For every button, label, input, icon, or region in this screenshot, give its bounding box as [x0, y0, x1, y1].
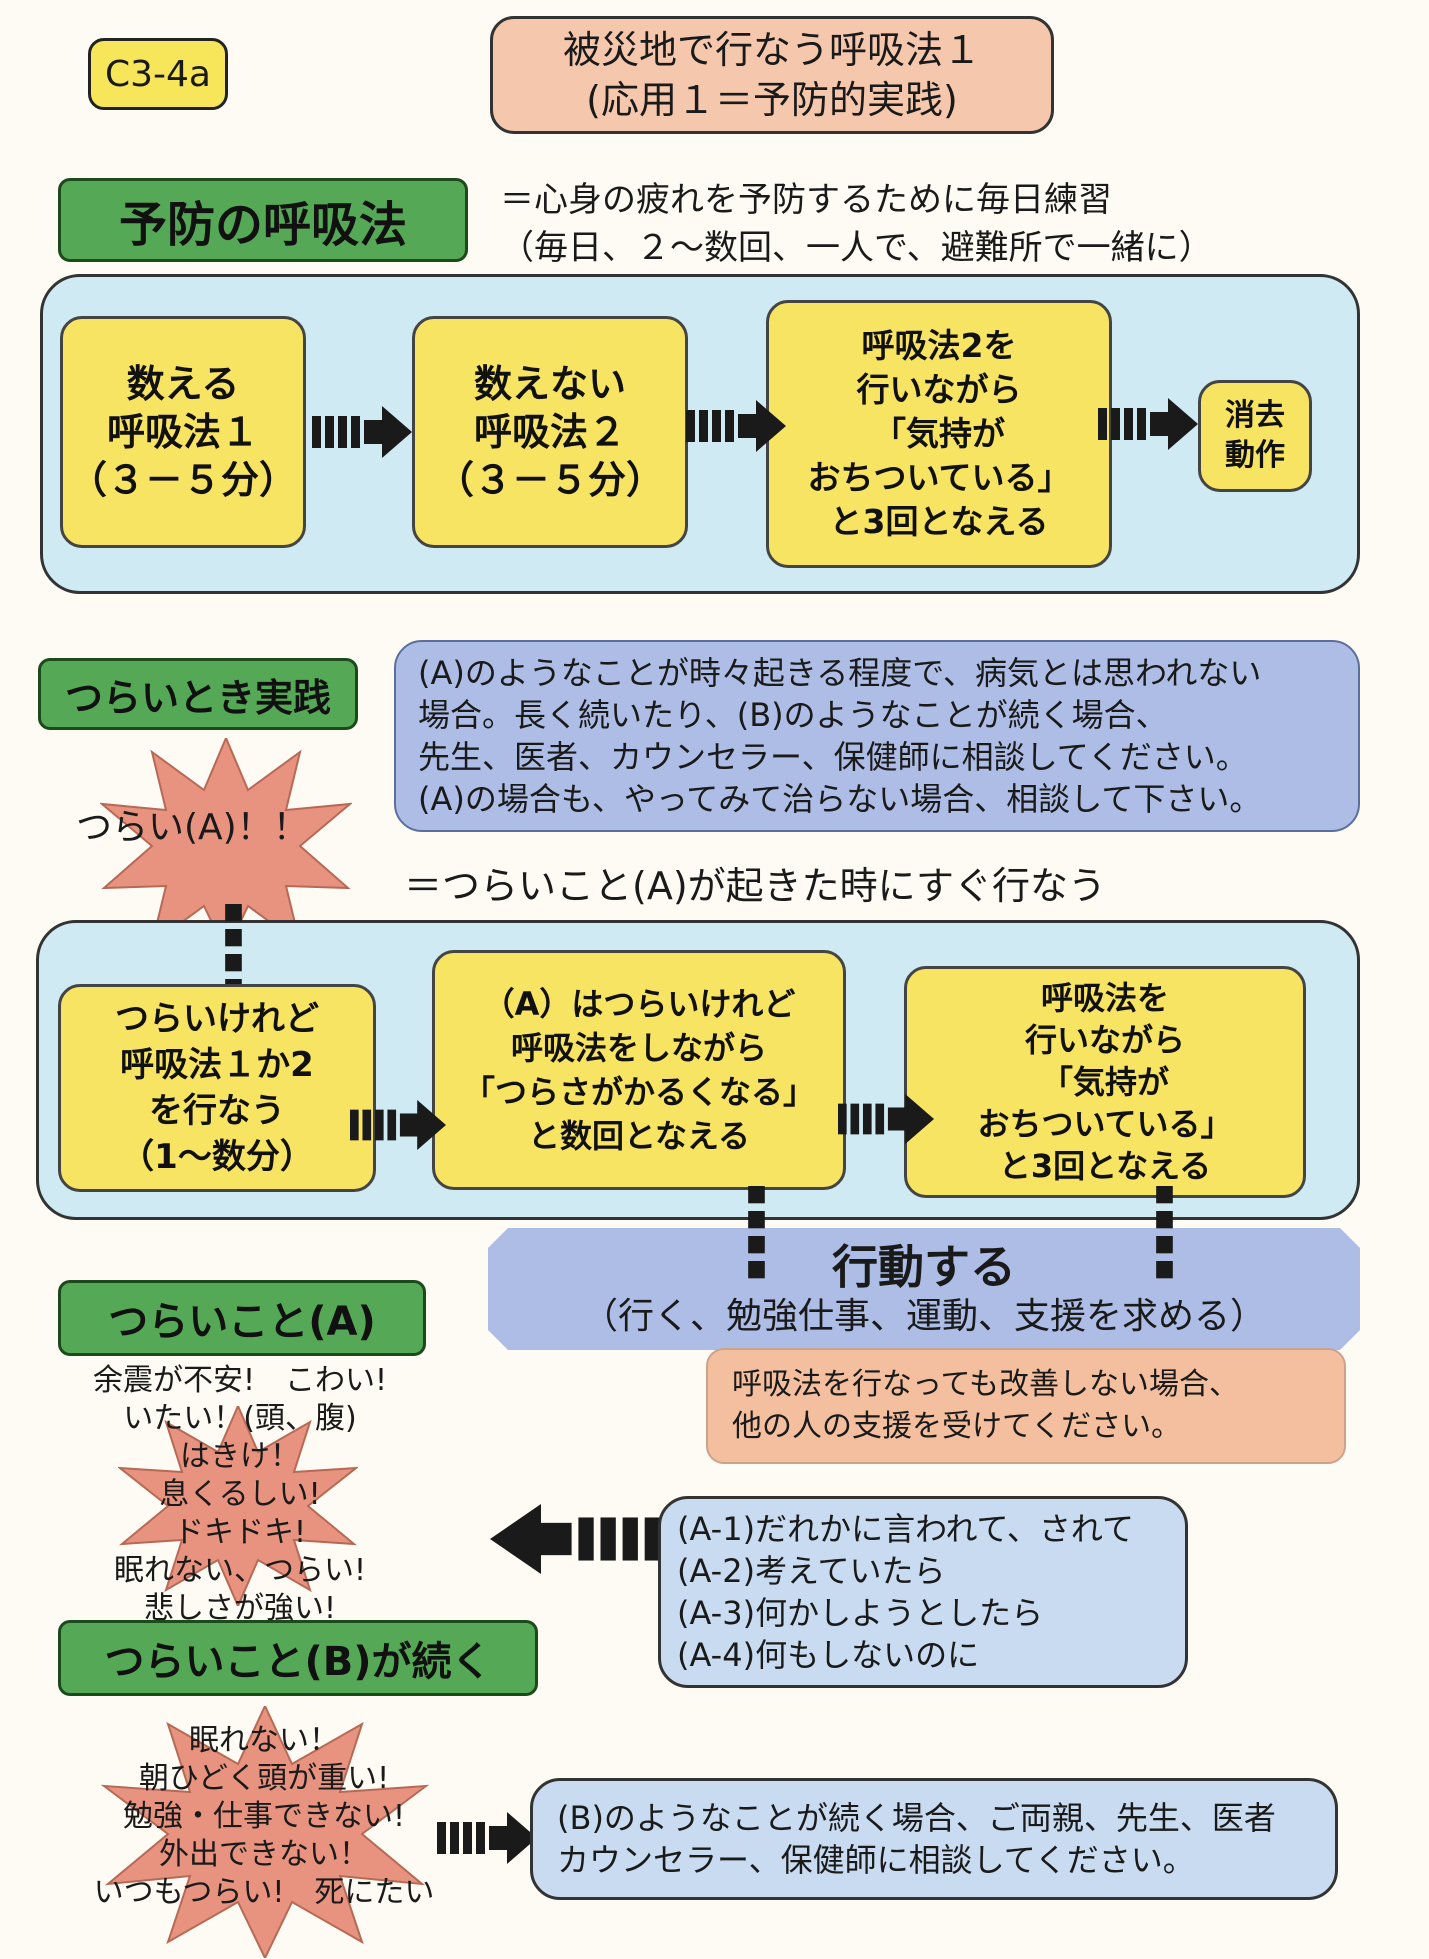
- burst-text: つらい(A)！！: [76, 807, 309, 848]
- step-line: （３－５分）: [68, 458, 297, 502]
- prevention-step-1: 数える 呼吸法１ （３－５分）: [60, 316, 306, 548]
- hard-times-desc: ＝つらいこと(A)が起きた時にすぐ行なう: [404, 864, 1107, 908]
- step-line: 行いながら: [856, 370, 1022, 409]
- prevention-desc-line-2: （毎日、２～数回、一人で、避難所で一緒に）: [500, 228, 1213, 268]
- step-line: （A）はつらいけれど: [482, 985, 796, 1023]
- hard-things-b-note: (B)のようなことが続く場合、ご両親、先生、医者 カウンセラー、保健師に相談して…: [530, 1778, 1338, 1900]
- symptom-item: 余震が不安! こわい!: [92, 1363, 388, 1398]
- burst-icon: [100, 1706, 430, 1958]
- step-line: おちついている」: [807, 458, 1071, 497]
- step-line: 数えない: [473, 362, 626, 406]
- note-line: 先生、医者、カウンセラー、保健師に相談してください。: [418, 738, 1248, 776]
- action-title: 行動する: [832, 1240, 1016, 1294]
- step-line: 呼吸法２: [473, 410, 626, 454]
- left-arrow-icon: [490, 1504, 660, 1574]
- symptom-item: はきけ！: [180, 1439, 300, 1474]
- step-line: （1～数分）: [120, 1137, 314, 1177]
- hard-times-note: (A)のようなことが時々起きる程度で、病気とは思われない 場合。長く続いたり、(…: [394, 640, 1360, 832]
- symptom-item: 息くるしい!: [159, 1477, 321, 1512]
- note-line: カウンセラー、保健師に相談してください。: [557, 1841, 1195, 1879]
- step-line: 「つらさがかるくなる」: [462, 1073, 815, 1111]
- burst-icon: [118, 1406, 358, 1606]
- symptom-item: 眠れない！: [189, 1723, 339, 1758]
- step-line: 動作: [1225, 438, 1285, 473]
- step-line: （３－５分）: [435, 458, 664, 502]
- right-arrow-icon: [686, 400, 786, 452]
- note-line: 呼吸法を行なっても改善しない場合、: [732, 1367, 1239, 1402]
- step-line: おちついている」: [977, 1105, 1233, 1143]
- action-banner: 行動する （行く、勉強仕事、運動、支援を求める）: [488, 1228, 1360, 1350]
- symptom-item: いつもつらい! 死にたい: [93, 1875, 435, 1910]
- page-title: 被災地で行なう呼吸法１ (応用１＝予防的実践): [490, 16, 1054, 134]
- hard-things-b-items: 眠れない！ 朝ひどく頭が重い! 勉強・仕事できない! 外出できない！ いつもつら…: [64, 1722, 464, 1912]
- symptom-item: いたい！(頭、腹): [123, 1401, 357, 1436]
- symptom-item: 朝ひどく頭が重い!: [138, 1761, 390, 1796]
- title-line-2: (応用１＝予防的実践): [586, 78, 958, 122]
- prevention-step-4: 消去 動作: [1198, 380, 1312, 492]
- symptom-item: 眠れない、つらい!: [113, 1553, 367, 1588]
- note-line: 他の人の支援を受けてください。: [732, 1409, 1182, 1444]
- trigger-item: (A-1)だれかに言われて、されて: [677, 1510, 1134, 1548]
- right-arrow-icon: [838, 1094, 934, 1144]
- trigger-item: (A-4)何もしないのに: [677, 1636, 980, 1674]
- trigger-item: (A-2)考えていたら: [677, 1552, 946, 1590]
- hard-things-a-items: 余震が不安! こわい! いたい！(頭、腹) はきけ！ 息くるしい! ドキドキ! …: [30, 1362, 450, 1628]
- hard-times-step-3: 呼吸法を 行いながら 「気持が おちついている」 と3回となえる: [904, 966, 1306, 1198]
- hard-times-step-1: つらいけれど 呼吸法１か2 を行なう （1～数分）: [58, 984, 376, 1192]
- symptom-item: ドキドキ!: [173, 1515, 307, 1550]
- down-arrow-icon: [1150, 1186, 1178, 1286]
- prevention-step-3: 呼吸法2を 行いながら 「気持が おちついている」 と3回となえる: [766, 300, 1112, 568]
- step-line: と3回となえる: [829, 502, 1049, 541]
- prevention-desc-line-1: ＝心身の疲れを予防するために毎日練習: [500, 180, 1112, 220]
- right-arrow-icon: [350, 1100, 446, 1150]
- step-line: 呼吸法１か2: [120, 1045, 314, 1085]
- hard-times-step-2: （A）はつらいけれど 呼吸法をしながら 「つらさがかるくなる」 と数回となえる: [432, 950, 846, 1190]
- step-line: と3回となえる: [998, 1147, 1212, 1185]
- step-line: 呼吸法をしながら: [510, 1029, 767, 1067]
- step-line: つらいけれど: [115, 999, 319, 1039]
- right-arrow-icon: [437, 1812, 537, 1864]
- trigger-item: (A-3)何かしようとしたら: [677, 1594, 1044, 1632]
- hard-things-a-label: つらいこと(A): [58, 1280, 426, 1356]
- step-line: を行なう: [149, 1091, 285, 1131]
- step-line: 数える: [126, 362, 240, 406]
- prevention-step-2: 数えない 呼吸法２ （３－５分）: [412, 316, 688, 548]
- step-line: 行いながら: [1024, 1021, 1185, 1059]
- right-arrow-icon: [312, 406, 412, 458]
- code-badge: C3-4a: [88, 38, 228, 110]
- down-arrow-icon: [742, 1186, 770, 1286]
- action-sub: （行く、勉強仕事、運動、支援を求める）: [581, 1296, 1266, 1337]
- symptom-item: 勉強・仕事できない!: [122, 1799, 406, 1834]
- step-line: 「気持が: [1040, 1063, 1169, 1101]
- step-line: 呼吸法１: [106, 410, 259, 454]
- note-line: 場合。長く続いたり、(B)のようなことが続く場合、: [418, 696, 1168, 734]
- step-line: 呼吸法を: [1040, 979, 1169, 1017]
- note-line: (A)の場合も、やってみて治らない場合、相談して下さい。: [418, 780, 1262, 818]
- step-line: と数回となえる: [527, 1117, 751, 1155]
- note-line: (A)のようなことが時々起きる程度で、病気とは思われない: [418, 654, 1262, 692]
- hard-times-label: つらいとき実践: [38, 658, 358, 730]
- right-arrow-icon: [1098, 398, 1198, 450]
- action-note: 呼吸法を行なっても改善しない場合、 他の人の支援を受けてください。: [706, 1348, 1346, 1464]
- step-line: 「気持が: [873, 414, 1005, 453]
- trigger-list: (A-1)だれかに言われて、されて (A-2)考えていたら (A-3)何かしよう…: [658, 1496, 1188, 1688]
- step-line: 呼吸法2を: [861, 326, 1017, 365]
- step-line: 消去: [1225, 398, 1285, 433]
- title-line-1: 被災地で行なう呼吸法１: [562, 28, 981, 72]
- burst-icon: [100, 738, 352, 952]
- note-line: (B)のようなことが続く場合、ご両親、先生、医者: [557, 1799, 1276, 1837]
- prevention-label: 予防の呼吸法: [58, 178, 468, 262]
- hard-things-b-label: つらいこと(B)が続く: [58, 1620, 538, 1696]
- symptom-item: 外出できない！: [159, 1837, 369, 1872]
